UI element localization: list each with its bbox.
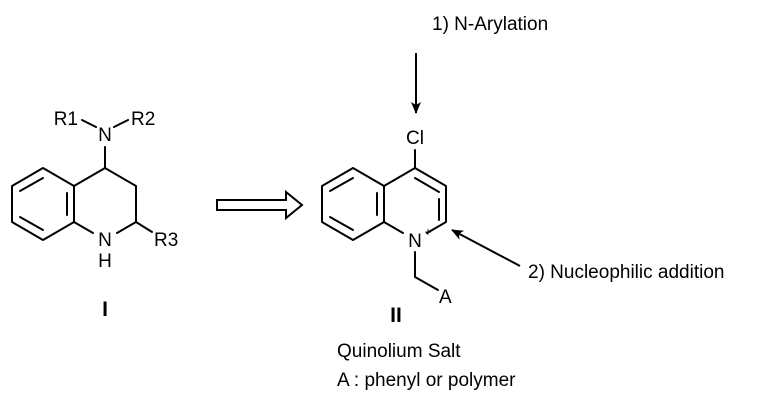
compound-ii-n-benzyl-bond [414,251,439,291]
compound-i-saturated-ring [73,167,137,234]
compound-ii-substituent-a: A [439,287,452,308]
compound-i-c2-r3-bond [135,221,153,233]
compound-i-n-r1-bond [81,119,97,128]
step-2-label: 2) Nucleophilic addition [528,262,724,283]
compound-i-aromatic-bond [19,177,44,192]
compound-i-amine-n: N [98,125,112,146]
compound-i-ring-h: H [98,251,112,272]
compound-i-ring-n: N [98,230,112,251]
compound-i-r2: R2 [131,109,155,130]
compound-i-label: I [102,298,108,321]
compound-ii-chloro: Cl [406,128,424,149]
compound-ii-caption: Quinolium Salt [337,341,461,362]
compound-i-r1: R1 [54,109,78,130]
compound-ii-pyridinium-ring [383,167,447,234]
compound-ii-structure: Cl N + A [321,128,452,308]
compound-ii-label: II [390,304,402,327]
compound-ii-ring-double-bond [414,177,440,193]
compound-i-r3: R3 [154,230,178,251]
step-2-arrow [451,229,521,267]
compound-i-aromatic-bond [19,216,44,231]
step-1-label: 1) N-Arylation [432,14,548,35]
retrosynthesis-arrow [216,189,304,221]
compound-i-n-r2-bond [113,119,129,128]
compound-i-structure: N R1 R2 N H R3 [11,109,178,272]
compound-ii-note: A : phenyl or polymer [337,370,516,391]
compound-i-ring-bond [73,221,94,234]
compound-ii-aromatic-bond [329,216,354,231]
compound-ii-aromatic-bond [329,177,354,192]
compound-ii-charge: + [424,225,431,239]
compound-ii-ring-n: N [408,231,422,252]
compound-ii-ring-bond [383,221,404,234]
